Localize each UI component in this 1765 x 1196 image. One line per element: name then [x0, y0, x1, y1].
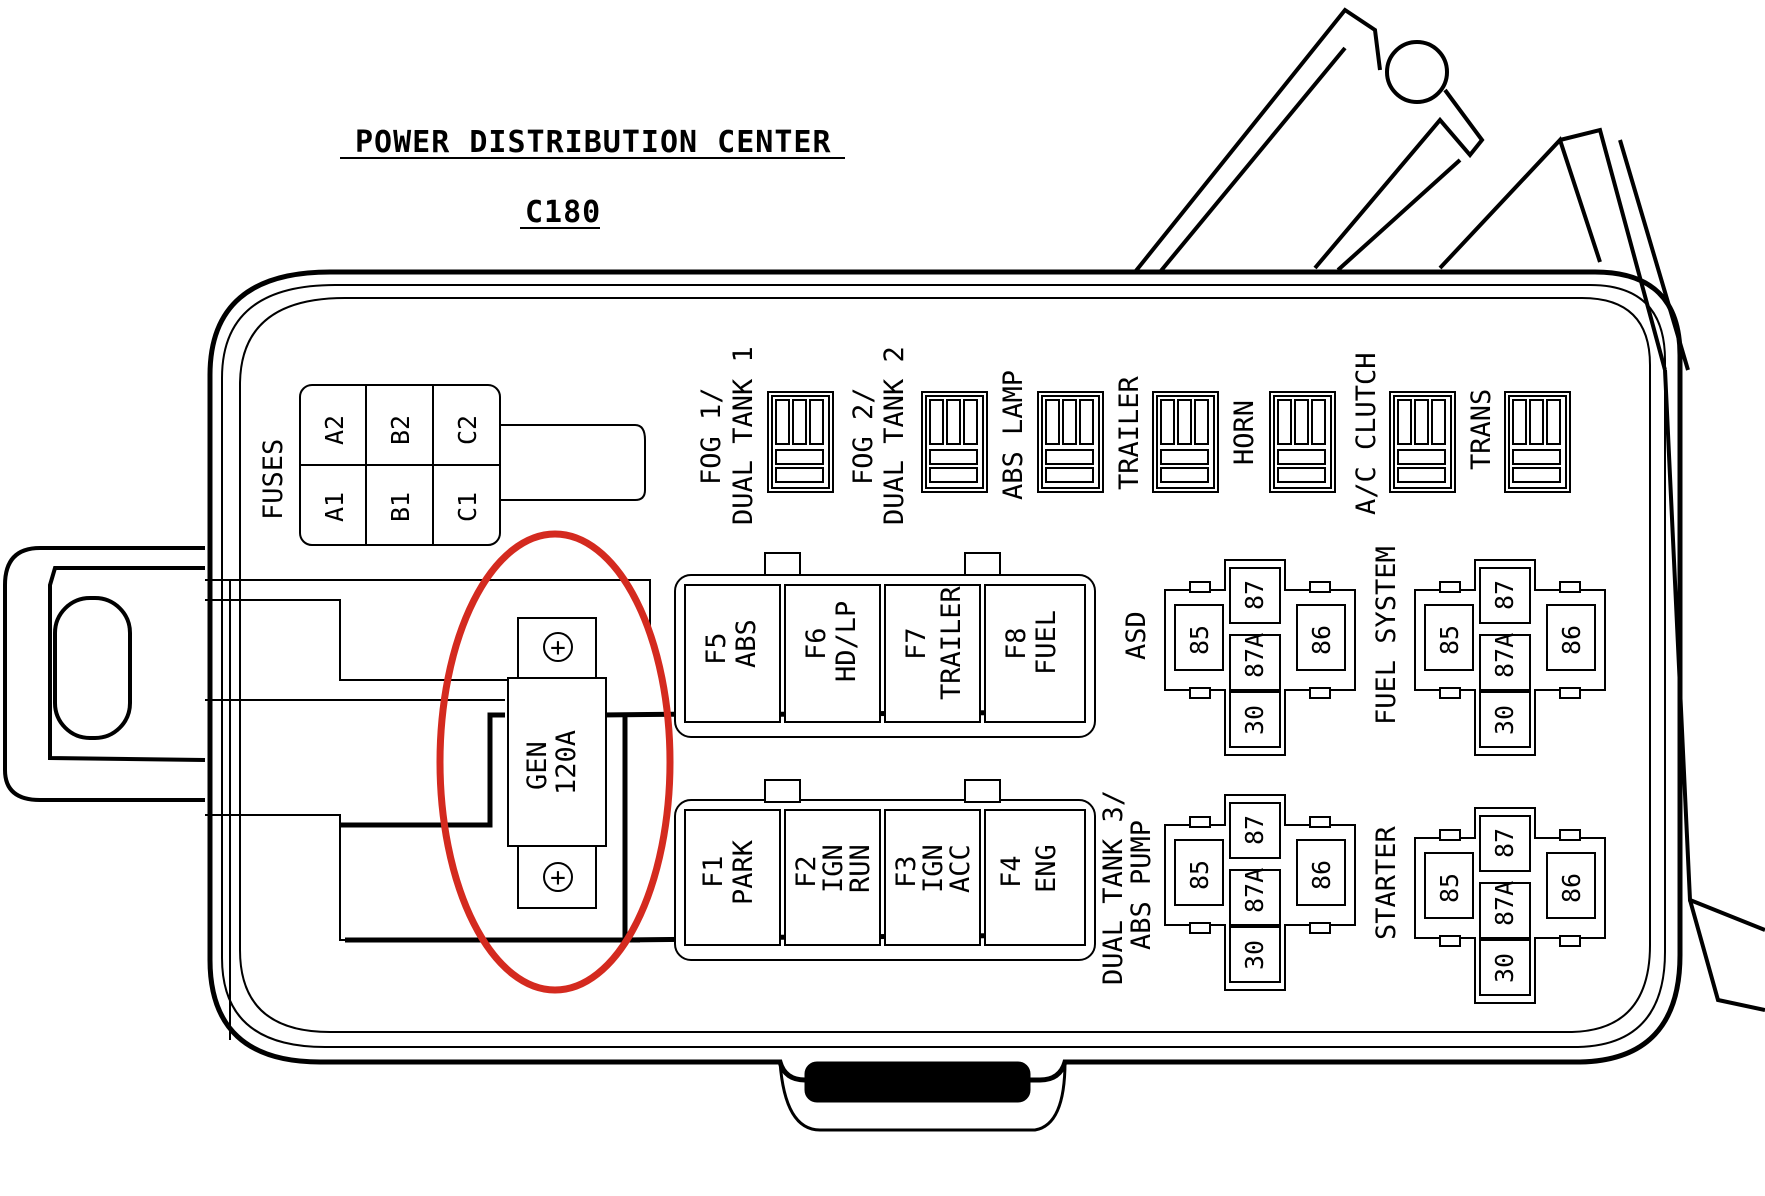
relay-label-dual-tank3: DUAL TANK 3/	[1098, 790, 1129, 985]
terminal-87: 87	[1490, 580, 1519, 610]
mini-fuse-block: A2 B2 C2 A1 B1 C1 FUSES	[258, 384, 646, 546]
gen-fuse-highlight-circle	[436, 530, 674, 994]
relay-label-ac-clutch: A/C CLUTCH	[1351, 352, 1382, 515]
terminal-87a: 87A	[1240, 633, 1269, 678]
fuse-f6: F6 HD/LP	[784, 584, 881, 723]
fuse-f1: F1 PARK	[684, 809, 781, 946]
fuse-c1: C1	[453, 492, 482, 522]
terminal-86: 86	[1557, 873, 1586, 903]
small-relay-horn	[1269, 391, 1336, 493]
fuse-f5: F5 ABS	[684, 584, 781, 723]
svg-text:TRAILER: TRAILER	[936, 585, 967, 700]
svg-text:ABS: ABS	[731, 619, 762, 668]
fuse-a1: A1	[320, 492, 349, 522]
svg-text:F2: F2	[791, 855, 822, 888]
iso-relay-labels: ASD FUEL SYSTEM DUAL TANK 3/ ABS PUMP ST…	[1098, 546, 1402, 985]
cartridge-fuses-top: F5 ABS F6 HD/LP F7 TRAILER F8 FUEL	[674, 552, 1096, 738]
fuse-f8: F8 FUEL	[984, 584, 1086, 723]
relay-label-fog2-line1: FOG 2/	[848, 387, 879, 485]
relay-label-trailer: TRAILER	[1114, 375, 1145, 490]
svg-text:RUN: RUN	[845, 844, 876, 893]
svg-text:F4: F4	[996, 855, 1027, 888]
iso-relay-asd: 87 85 87A 86 30	[1164, 559, 1356, 756]
small-relay-abs-lamp	[1037, 391, 1104, 493]
gen-fuse-label: GEN	[522, 741, 553, 790]
relay-label-horn: HORN	[1229, 400, 1260, 465]
small-relay-ac-clutch	[1389, 391, 1456, 493]
relay-label-trans: TRANS	[1466, 389, 1497, 470]
svg-text:F6: F6	[801, 627, 832, 660]
fuse-c2: C2	[453, 415, 482, 445]
terminal-86: 86	[1307, 625, 1336, 655]
terminal-87a: 87A	[1490, 881, 1519, 926]
gen-terminal-bottom-icon	[543, 862, 573, 892]
terminal-87a: 87A	[1490, 633, 1519, 678]
svg-text:F8: F8	[1001, 627, 1032, 660]
svg-text:F5: F5	[701, 632, 732, 665]
svg-text:F1: F1	[698, 855, 729, 888]
relay-label-asd: ASD	[1121, 611, 1152, 660]
iso-relay-fuel-system: 87 85 87A 86 30	[1414, 559, 1606, 756]
terminal-87a: 87A	[1240, 868, 1269, 913]
iso-relay-dual-tank3: 87 85 87A 86 30	[1164, 794, 1356, 991]
fuse-f7: F7 TRAILER	[884, 584, 981, 723]
svg-text:ACC: ACC	[945, 844, 976, 893]
terminal-86: 86	[1307, 860, 1336, 890]
small-relay-fog1	[767, 391, 834, 493]
svg-text:ENG: ENG	[1031, 844, 1062, 893]
cartridge-fuses-bottom: F1 PARK F2 IGN RUN F3 IGN ACC F4 ENG	[674, 779, 1096, 961]
terminal-30: 30	[1240, 705, 1269, 735]
small-relay-labels: FOG 1/ DUAL TANK 1 FOG 2/ DUAL TANK 2 AB…	[696, 346, 1497, 525]
connector-id: C180	[525, 195, 601, 230]
small-relay-trailer	[1152, 391, 1219, 493]
svg-text:F3: F3	[891, 855, 922, 888]
small-relay-trans	[1504, 391, 1571, 493]
relay-label-fog1-line2: DUAL TANK 1	[728, 346, 759, 525]
diagram-title: POWER DISTRIBUTION CENTER	[355, 125, 832, 160]
terminal-86: 86	[1557, 625, 1586, 655]
small-relays	[767, 391, 1571, 493]
iso-relay-starter: 87 85 87A 86 30	[1414, 807, 1606, 1004]
gen-fuse-rating: 120A	[551, 730, 582, 795]
gen-fuse: + + GEN 120A	[507, 617, 607, 909]
small-relay-fog2	[921, 391, 988, 493]
relay-label-abs-lamp: ABS LAMP	[998, 370, 1029, 500]
svg-text:+: +	[550, 633, 566, 663]
relay-label-abs-pump: ABS PUMP	[1126, 820, 1157, 950]
terminal-85: 85	[1435, 625, 1464, 655]
fuse-f3: F3 IGN ACC	[884, 809, 981, 946]
terminal-85: 85	[1185, 860, 1214, 890]
left-mounting-tab	[2, 546, 206, 802]
svg-text:PARK: PARK	[728, 839, 759, 905]
relay-label-starter: STARTER	[1371, 825, 1402, 940]
terminal-87: 87	[1240, 815, 1269, 845]
housing	[207, 269, 1683, 1132]
svg-text:HD/LP: HD/LP	[831, 601, 862, 682]
svg-text:+: +	[550, 863, 566, 893]
svg-text:FUEL: FUEL	[1031, 610, 1062, 675]
svg-text:IGN: IGN	[818, 844, 849, 893]
relay-label-fog2-line2: DUAL TANK 2	[879, 346, 910, 525]
relay-label-fuel-system: FUEL SYSTEM	[1371, 546, 1402, 725]
iso-relays: 87 85 87A 86 30 87 85 87A 86 30 87 85 87A 86 30 87 85 87A…	[1164, 559, 1606, 1004]
fuse-a2: A2	[320, 415, 349, 445]
fuses-label: FUSES	[258, 439, 289, 520]
terminal-87: 87	[1240, 580, 1269, 610]
svg-text:IGN: IGN	[918, 844, 949, 893]
terminal-87: 87	[1490, 828, 1519, 858]
gen-terminal-top-icon	[543, 632, 573, 662]
svg-text:F7: F7	[901, 627, 932, 660]
terminal-85: 85	[1185, 625, 1214, 655]
fuse-f2: F2 IGN RUN	[784, 809, 881, 946]
fuse-b2: B2	[386, 415, 415, 445]
fuse-b1: B1	[386, 492, 415, 522]
terminal-30: 30	[1490, 953, 1519, 983]
fuse-f4: F4 ENG	[984, 809, 1086, 946]
terminal-30: 30	[1240, 940, 1269, 970]
terminal-85: 85	[1435, 873, 1464, 903]
terminal-30: 30	[1490, 705, 1519, 735]
relay-label-fog1-line1: FOG 1/	[696, 387, 727, 485]
